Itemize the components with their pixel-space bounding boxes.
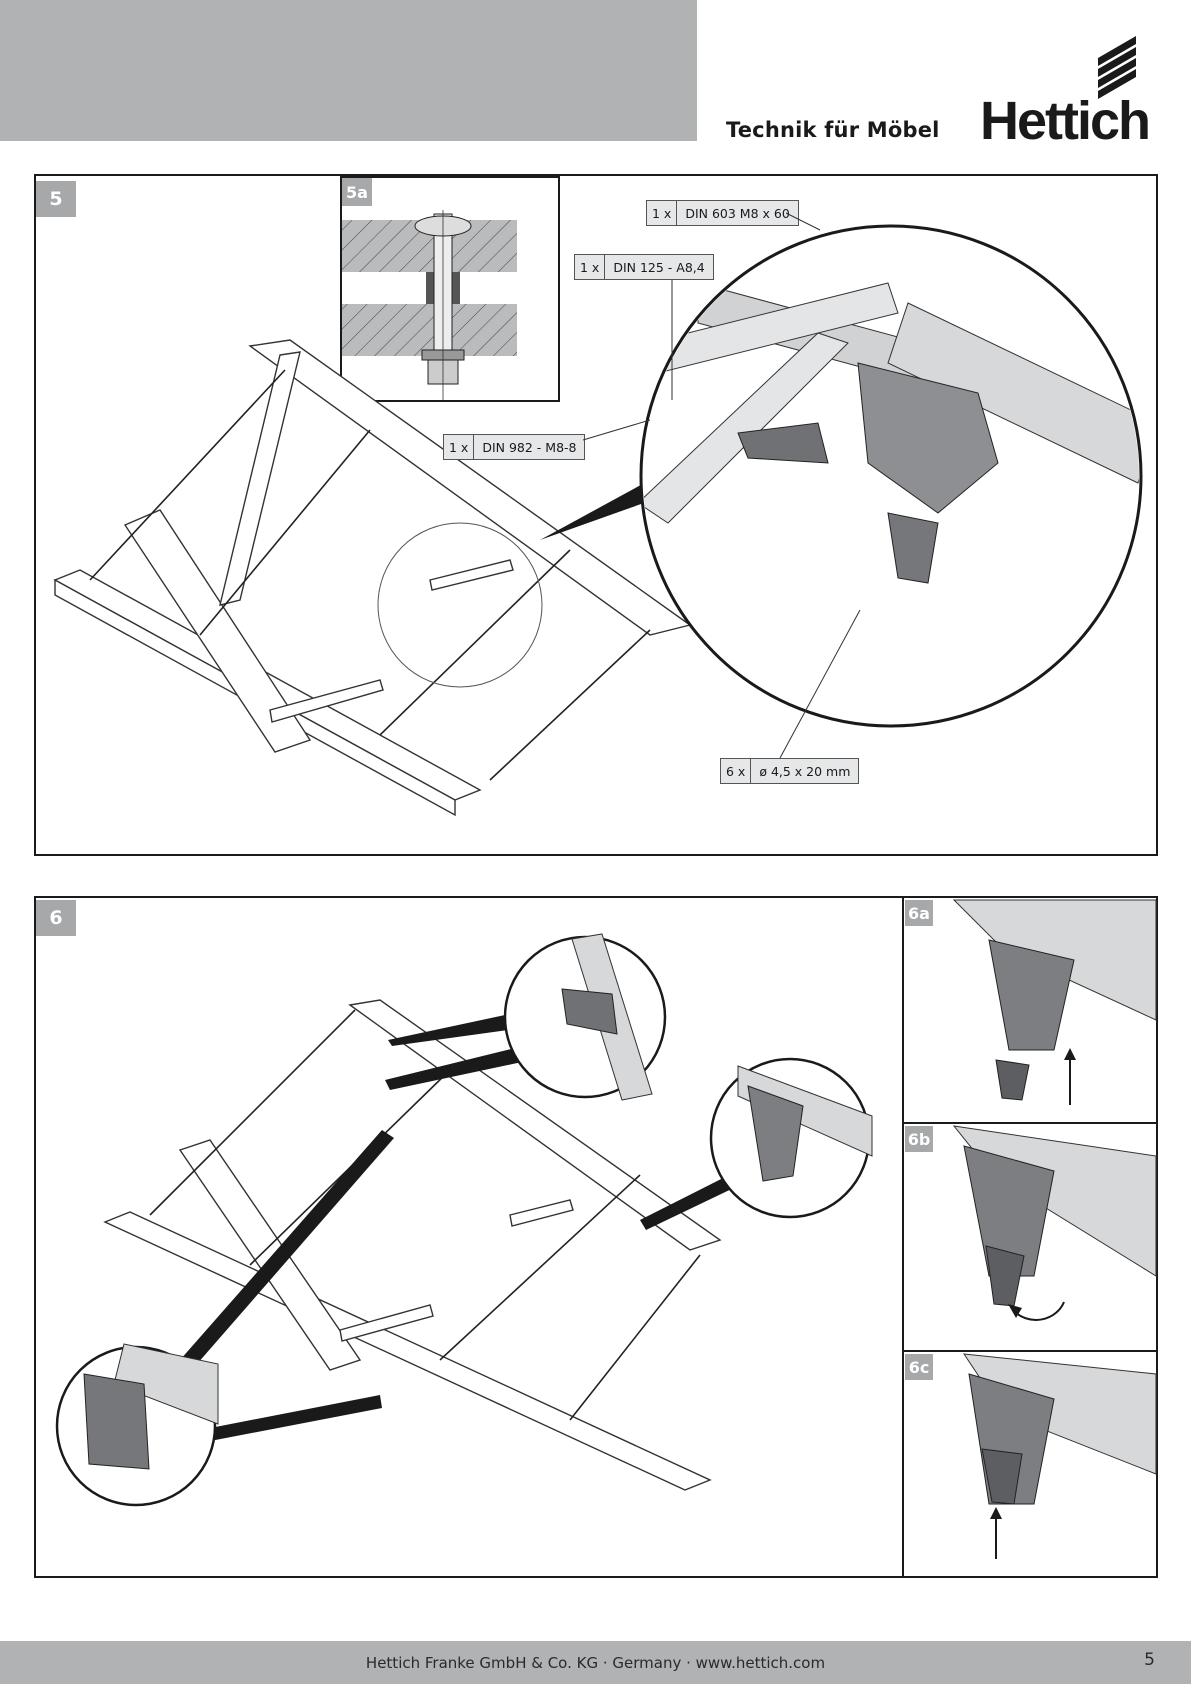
footer-company: Hettich Franke GmbH & Co. KG · Germany ·…: [366, 1654, 825, 1672]
page-number: 5: [1144, 1650, 1155, 1670]
zoom-circle-right: [708, 1056, 872, 1220]
footer-bar: Hettich Franke GmbH & Co. KG · Germany ·…: [0, 1641, 1191, 1684]
sub-panel-sep-1: [904, 1122, 1156, 1124]
spec-leaders: [0, 0, 1191, 900]
sub-drawing-6c: [904, 1354, 1156, 1576]
sub-drawing-6b: [904, 1126, 1156, 1350]
zoom-circle-left: [54, 1344, 218, 1508]
sub-drawing-6a: [904, 900, 1156, 1122]
sub-panel-sep-2: [904, 1350, 1156, 1352]
zoom-circle-top: [502, 934, 668, 1100]
